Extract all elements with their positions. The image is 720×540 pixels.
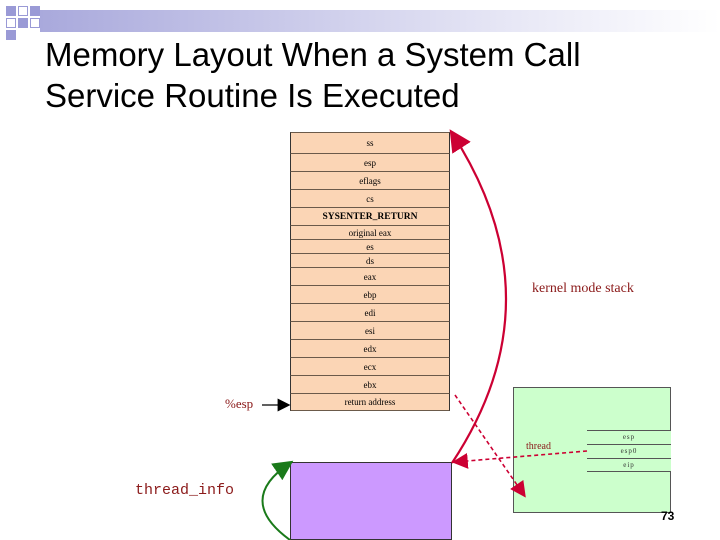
stack-cell: SYSENTER_RETURN (290, 207, 450, 225)
stack-cell: original eax (290, 225, 450, 239)
thread-label: thread (526, 441, 551, 452)
deco-square (30, 6, 40, 16)
deco-square (18, 18, 28, 28)
stack-cell: ss (290, 132, 450, 153)
thread-info-brace-arrow (261, 460, 294, 540)
stack-cell: esp (290, 153, 450, 171)
stack-cell: ebx (290, 375, 450, 393)
deco-square (6, 6, 16, 16)
page-number: 73 (661, 509, 675, 523)
stack-cell: eax (290, 267, 450, 285)
stack-cell: edi (290, 303, 450, 321)
stack-cell: return address (290, 393, 450, 411)
thread-info-label: thread_info (135, 482, 235, 499)
stack-cell: ebp (290, 285, 450, 303)
stack-cell: ecx (290, 357, 450, 375)
stack-cell: es (290, 239, 450, 253)
title-accent-bar (40, 10, 720, 32)
stack-cell: edx (290, 339, 450, 357)
slide-title: Memory Layout When a System Call Service… (45, 34, 685, 116)
title-line-2: Service Routine Is Executed (45, 77, 460, 114)
thread-row-esp: esp (587, 430, 671, 444)
stack-cell: eflags (290, 171, 450, 189)
deco-square (30, 18, 40, 28)
title-line-1: Memory Layout When a System Call (45, 36, 581, 73)
thread-row-esp0: esp0 (587, 444, 671, 458)
deco-square (18, 6, 28, 16)
stack-cell: cs (290, 189, 450, 207)
stack-cell: esi (290, 321, 450, 339)
deco-square (6, 30, 16, 40)
thread-info-region (290, 462, 452, 540)
kernel-stack-brace-arrow (449, 129, 508, 464)
esp-pointer-label: %esp (225, 396, 254, 411)
stack-cell: ds (290, 253, 450, 267)
deco-square (6, 18, 16, 28)
thread-row-eip: eip (587, 458, 671, 472)
kernel-mode-stack-label: kernel mode stack (532, 281, 634, 296)
